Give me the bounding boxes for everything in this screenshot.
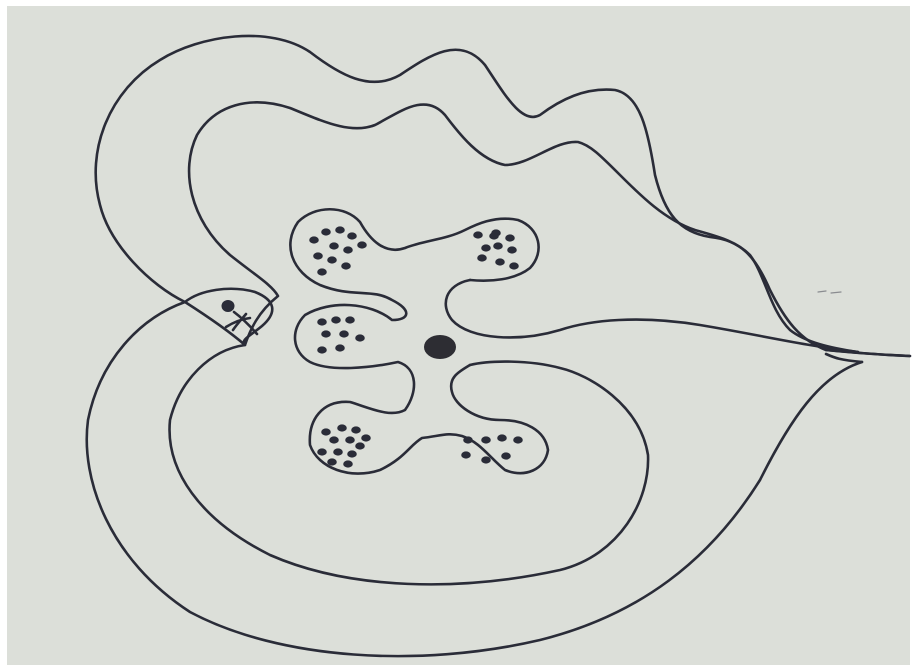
upper-right-lobe-dot (493, 242, 503, 249)
middle-left-lobe-dot (339, 330, 349, 337)
middle-left-lobe-dot (345, 316, 355, 323)
lower-right-lobe-dot (501, 452, 511, 459)
lower-left-lobe-dot (329, 436, 339, 443)
lower-left-lobe-dot (333, 448, 343, 455)
middle-left-lobe-dot (317, 318, 327, 325)
upper-left-lobe-dot (317, 268, 327, 275)
lower-right-lobe-dot (463, 436, 473, 443)
upper-left-lobe-dot (321, 228, 331, 235)
upper-right-lobe-dot (481, 244, 491, 251)
lower-left-lobe-dot (345, 436, 355, 443)
lower-left-lobe-dot (361, 434, 371, 441)
lower-left-lobe-dot (351, 426, 361, 433)
upper-right-lobe-dot (489, 232, 499, 239)
lower-left-lobe-dot (343, 460, 353, 467)
middle-left-lobe-dot (331, 316, 341, 323)
upper-left-lobe-dot (329, 242, 339, 249)
lower-right-lobe-dot (513, 436, 523, 443)
lower-left-lobe-dot (355, 442, 365, 449)
central-spot (424, 335, 456, 359)
lower-left-lobe-dot (327, 458, 337, 465)
lower-left-lobe-dot (337, 424, 347, 431)
upper-right-lobe-dot (477, 254, 487, 261)
upper-left-lobe-dot (347, 232, 357, 239)
lower-left-lobe-dot (317, 448, 327, 455)
upper-left-lobe-dot (335, 226, 345, 233)
upper-left-lobe-dot (343, 246, 353, 253)
upper-right-lobe-dot (505, 234, 515, 241)
upper-left-lobe-dot (357, 241, 367, 248)
upper-right-lobe-dot (473, 231, 483, 238)
lower-left-lobe-dot (321, 428, 331, 435)
middle-left-lobe-dot (317, 346, 327, 353)
paper-background (7, 6, 910, 665)
lower-right-lobe-dot (481, 436, 491, 443)
upper-left-lobe-dot (341, 262, 351, 269)
middle-left-lobe-dot (355, 334, 365, 341)
upper-right-lobe-dot (509, 262, 519, 269)
lower-left-lobe-dot (347, 450, 357, 457)
lower-right-lobe-dot (497, 434, 507, 441)
upper-right-lobe-dot (507, 246, 517, 253)
upper-left-lobe-dot (309, 236, 319, 243)
figure-head (222, 300, 235, 312)
middle-left-lobe-dot (335, 344, 345, 351)
upper-left-lobe-dot (313, 252, 323, 259)
lower-right-lobe-dot (481, 456, 491, 463)
upper-left-lobe-dot (327, 256, 337, 263)
middle-left-lobe-dot (321, 330, 331, 337)
lower-right-lobe-dot (461, 451, 471, 458)
upper-right-lobe-dot (495, 258, 505, 265)
